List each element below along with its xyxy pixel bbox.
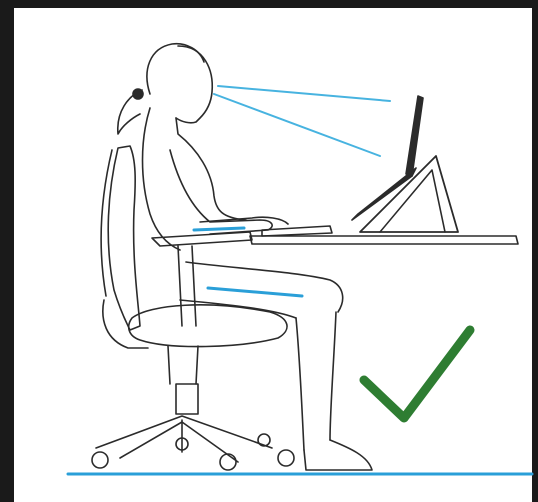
desk: [249, 235, 519, 245]
posture-accent-marks: [192, 226, 304, 298]
keyboard-icon: [261, 225, 333, 237]
checkmark-icon: [359, 325, 475, 423]
person-icon: [117, 42, 373, 471]
office-chair-icon: [91, 145, 295, 471]
sight-lines: [213, 85, 391, 157]
laptop-stand-icon: [359, 155, 459, 233]
laptop-icon: [351, 95, 424, 221]
